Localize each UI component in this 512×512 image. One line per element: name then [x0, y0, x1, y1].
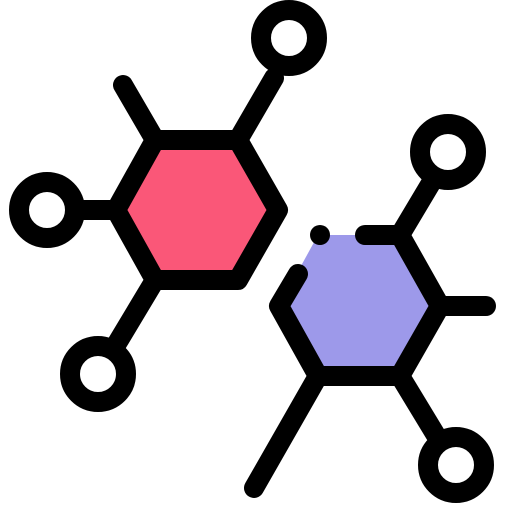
right-bottom-bond — [390, 366, 447, 447]
left-hexagon-fill — [116, 140, 278, 280]
left-top-left-bond — [113, 75, 165, 150]
left-top-right-bond — [228, 68, 284, 150]
right-hexagon-gap-dot — [310, 225, 330, 245]
right-top-bond — [390, 168, 444, 245]
left-middle-atom-outline — [9, 172, 85, 248]
left-bottom-bond — [106, 270, 165, 355]
right-molecule — [244, 114, 496, 503]
right-top-atom-outline — [410, 114, 486, 190]
left-bottom-atom-outline — [60, 336, 136, 412]
right-hexagon-fill — [279, 235, 440, 376]
left-molecule — [9, 0, 327, 412]
right-bottom-long-bond — [244, 366, 328, 498]
left-top-atom-outline — [251, 0, 327, 76]
right-bottom-atom-outline — [418, 427, 494, 503]
